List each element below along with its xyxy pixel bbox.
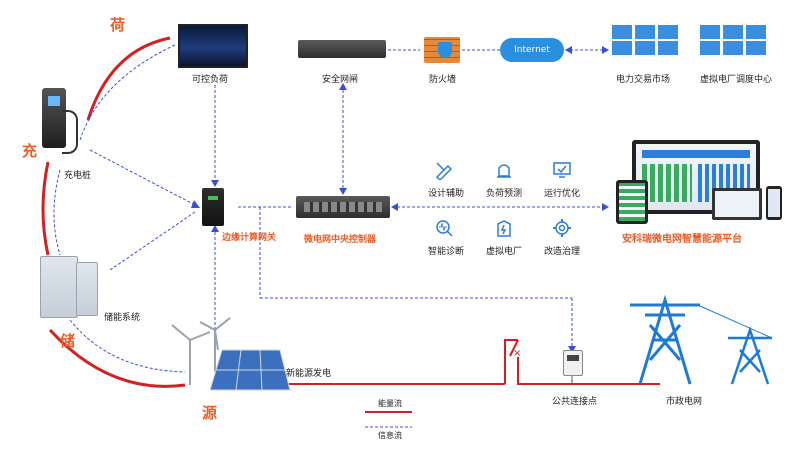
storage-system-label: 储能系统 — [104, 313, 141, 323]
pcc-label: 公共连接点 — [552, 397, 598, 407]
charge-storage-arc — [41, 161, 50, 256]
charging-pile-label: 充电桩 — [64, 171, 92, 181]
controllable-load-label: 可控负荷 — [192, 75, 229, 85]
internet-cloud-icon[interactable]: Internet — [500, 38, 564, 62]
function-label-design: 设计辅助 — [428, 189, 465, 199]
charger-screen-icon — [48, 96, 60, 106]
outer-info-loop-top — [79, 44, 176, 141]
arrow-platform-right — [602, 203, 609, 211]
info-storage-gateway — [109, 211, 196, 271]
transmission-tower-large-icon — [630, 294, 700, 385]
function-label-optimization: 运行优化 — [544, 189, 581, 199]
wind-turbine-icon — [171, 317, 231, 385]
storage-cabinet-main[interactable] — [40, 256, 78, 318]
energy-meter-icon[interactable] — [563, 350, 583, 376]
switch-x-mark: × — [513, 348, 521, 359]
arrow-controller-down — [339, 188, 347, 195]
optimization-icon[interactable] — [552, 160, 572, 180]
shield-icon — [438, 42, 452, 58]
charge-category-label: 充 — [22, 142, 38, 160]
power-market-label: 电力交易市场 — [616, 75, 671, 85]
status-led-icon — [208, 196, 218, 200]
outer-info-loop-bottom — [69, 319, 186, 373]
energy-switch-blade — [509, 339, 519, 357]
controllable-load-screen[interactable] — [178, 24, 248, 68]
arrow-gateway-bottom — [211, 225, 219, 232]
energy-switch — [504, 339, 518, 384]
microgrid-controller-label: 微电网中央控制器 — [304, 235, 377, 245]
load-category-label: 荷 — [110, 16, 126, 34]
charging-pile-icon[interactable] — [42, 88, 66, 148]
firewall-label: 防火墙 — [429, 75, 457, 85]
storage-source-arc — [48, 328, 186, 388]
arrow-pcc-down — [568, 346, 576, 353]
arrow-gateway-left — [191, 200, 200, 208]
vpp-center-icon[interactable] — [700, 25, 770, 67]
vpp-center-label: 虚拟电厂调度中心 — [700, 75, 773, 85]
diagnosis-icon[interactable] — [434, 218, 454, 238]
controller-ports-icon — [304, 202, 382, 212]
utility-grid-label: 市政电网 — [666, 397, 703, 407]
legend-info-label: 信息流 — [378, 431, 402, 440]
power-market-icon[interactable] — [612, 25, 682, 67]
edge-gateway-label: 边缘计算网关 — [222, 233, 277, 243]
platform-tablet[interactable] — [616, 180, 648, 224]
function-label-retrofit: 改造治理 — [544, 247, 581, 257]
function-label-diagnosis: 智能诊断 — [428, 247, 465, 257]
arrow-gateway-top — [211, 180, 219, 187]
storage-category-label: 储 — [60, 332, 76, 350]
platform-label: 安科瑞微电网智慧能源平台 — [622, 234, 742, 245]
grid-power-lines — [699, 305, 773, 339]
function-label-forecast: 负荷预测 — [486, 189, 523, 199]
firewall-icon[interactable] — [424, 37, 460, 63]
arrow-platform-left — [391, 203, 398, 211]
platform-laptop[interactable] — [712, 188, 762, 220]
security-gateway-device[interactable] — [298, 40, 386, 58]
legend-energy-label: 能量流 — [378, 399, 402, 408]
load-charge-arc — [86, 36, 171, 121]
new-energy-label: 新能源发电 — [286, 369, 332, 379]
microgrid-controller-device[interactable] — [296, 196, 390, 218]
edge-gateway-device[interactable] — [202, 188, 224, 226]
retrofit-icon[interactable] — [552, 218, 572, 238]
security-gateway-label: 安全网闸 — [322, 75, 359, 85]
transmission-tower-small-icon — [728, 326, 772, 385]
solar-panel-icon — [209, 349, 291, 391]
load-forecast-icon[interactable] — [494, 160, 514, 180]
info-charger-gateway — [89, 149, 196, 206]
energy-switch-out — [517, 357, 660, 385]
platform-phone[interactable] — [766, 186, 782, 220]
vpp-icon[interactable] — [494, 218, 514, 238]
charging-cable-icon — [62, 110, 78, 154]
function-label-vpp: 虚拟电厂 — [486, 247, 523, 257]
source-category-label: 源 — [202, 404, 218, 422]
outer-info-loop-left — [53, 169, 61, 256]
storage-cabinet-secondary[interactable] — [76, 262, 98, 316]
arrow-market-left — [565, 46, 572, 54]
design-aid-icon[interactable] — [434, 160, 454, 182]
arrow-controller-up — [339, 83, 347, 90]
arrow-market-right — [602, 46, 609, 54]
